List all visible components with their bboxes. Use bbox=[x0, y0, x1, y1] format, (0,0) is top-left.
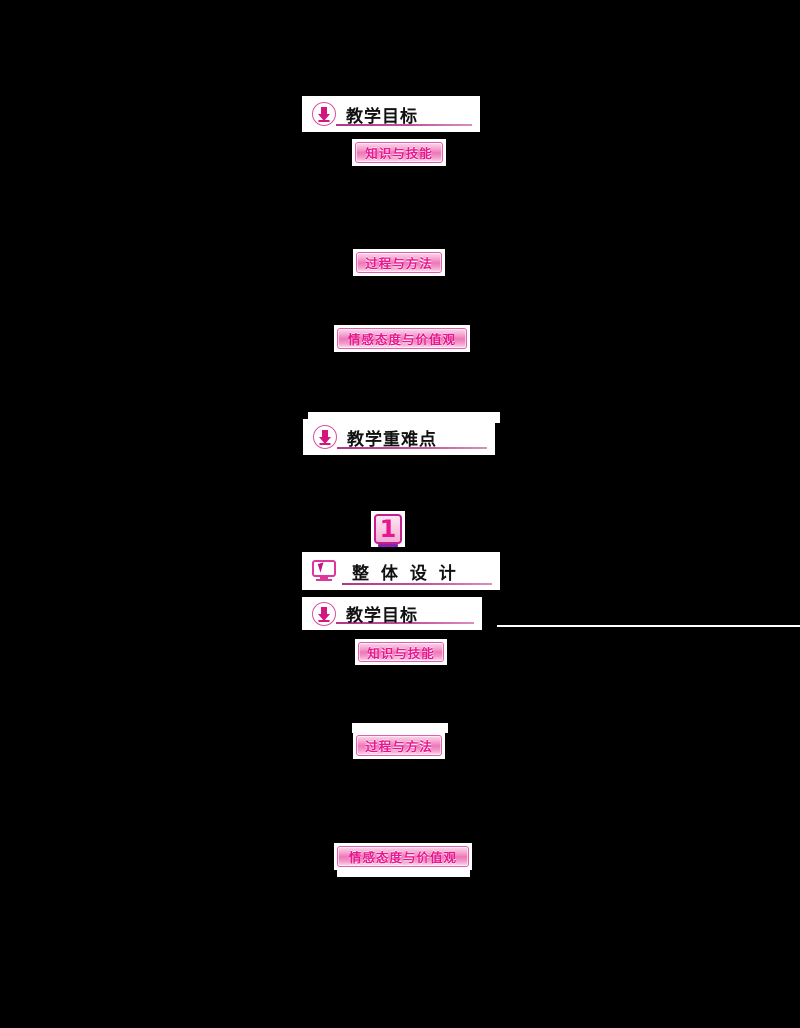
section-title: 教学重难点 bbox=[347, 429, 437, 450]
badge-label: 知识与技能 bbox=[367, 645, 435, 661]
badge-label: 知识与技能 bbox=[365, 146, 433, 161]
header-rule bbox=[336, 622, 474, 624]
header-rule bbox=[342, 583, 492, 585]
body-paragraph-process bbox=[120, 285, 680, 329]
down-arrow-circle-icon bbox=[312, 601, 336, 626]
faint-text-above-process bbox=[352, 723, 448, 733]
badge-inner: 1 bbox=[374, 514, 402, 547]
section-number: 1 bbox=[379, 515, 397, 543]
badge-label: 情感态度与价值观 bbox=[348, 850, 457, 865]
badge-knowledge-skills: 知识与技能 bbox=[352, 139, 446, 166]
body-paragraph-knowledge bbox=[120, 175, 680, 245]
header-rule bbox=[336, 124, 472, 126]
badge-pill: 过程与方法 bbox=[356, 735, 442, 756]
faint-text-above-key-points bbox=[308, 412, 500, 423]
badge-label: 过程与方法 bbox=[365, 739, 433, 754]
monitor-cursor-icon bbox=[312, 560, 338, 582]
body-paragraph-process-2 bbox=[120, 768, 680, 830]
page-separator-line bbox=[497, 625, 800, 627]
section-title: 教学目标 bbox=[346, 106, 418, 127]
section-header-goals-bottom: 教学目标 bbox=[302, 597, 482, 630]
section-title: 整 体 设 计 bbox=[352, 563, 459, 584]
section-title: 教学目标 bbox=[346, 606, 418, 626]
badge-label: 过程与方法 bbox=[365, 256, 433, 271]
badge-knowledge-skills-2: 知识与技能 bbox=[355, 639, 447, 665]
section-header-overall-design: 整 体 设 计 bbox=[302, 552, 500, 590]
badge-pill: 过程与方法 bbox=[356, 252, 442, 273]
body-paragraph-knowledge-2 bbox=[120, 674, 680, 724]
badge-process-methods: 过程与方法 bbox=[353, 249, 445, 276]
badge-pill: 知识与技能 bbox=[358, 642, 444, 662]
badge-attitude-values: 情感态度与价值观 bbox=[334, 325, 470, 352]
badge-attitude-values-2: 情感态度与价值观 bbox=[334, 843, 472, 870]
badge-pill: 情感态度与价值观 bbox=[337, 846, 469, 867]
badge-label: 情感态度与价值观 bbox=[347, 332, 456, 347]
body-paragraph-attitude bbox=[120, 362, 680, 406]
badge-pill: 情感态度与价值观 bbox=[337, 328, 467, 349]
body-paragraph-key-points bbox=[120, 462, 680, 508]
down-arrow-circle-icon bbox=[313, 425, 337, 449]
section-number-badge: 1 bbox=[371, 511, 405, 547]
down-arrow-circle-icon bbox=[312, 102, 336, 126]
badge-backing-plate bbox=[337, 870, 470, 877]
badge-pill: 知识与技能 bbox=[355, 142, 443, 163]
badge-process-methods-2: 过程与方法 bbox=[353, 732, 445, 759]
section-header-goals-top: 教学目标 bbox=[302, 96, 480, 132]
section-header-key-points: 教学重难点 bbox=[303, 419, 495, 455]
header-rule bbox=[337, 447, 487, 449]
